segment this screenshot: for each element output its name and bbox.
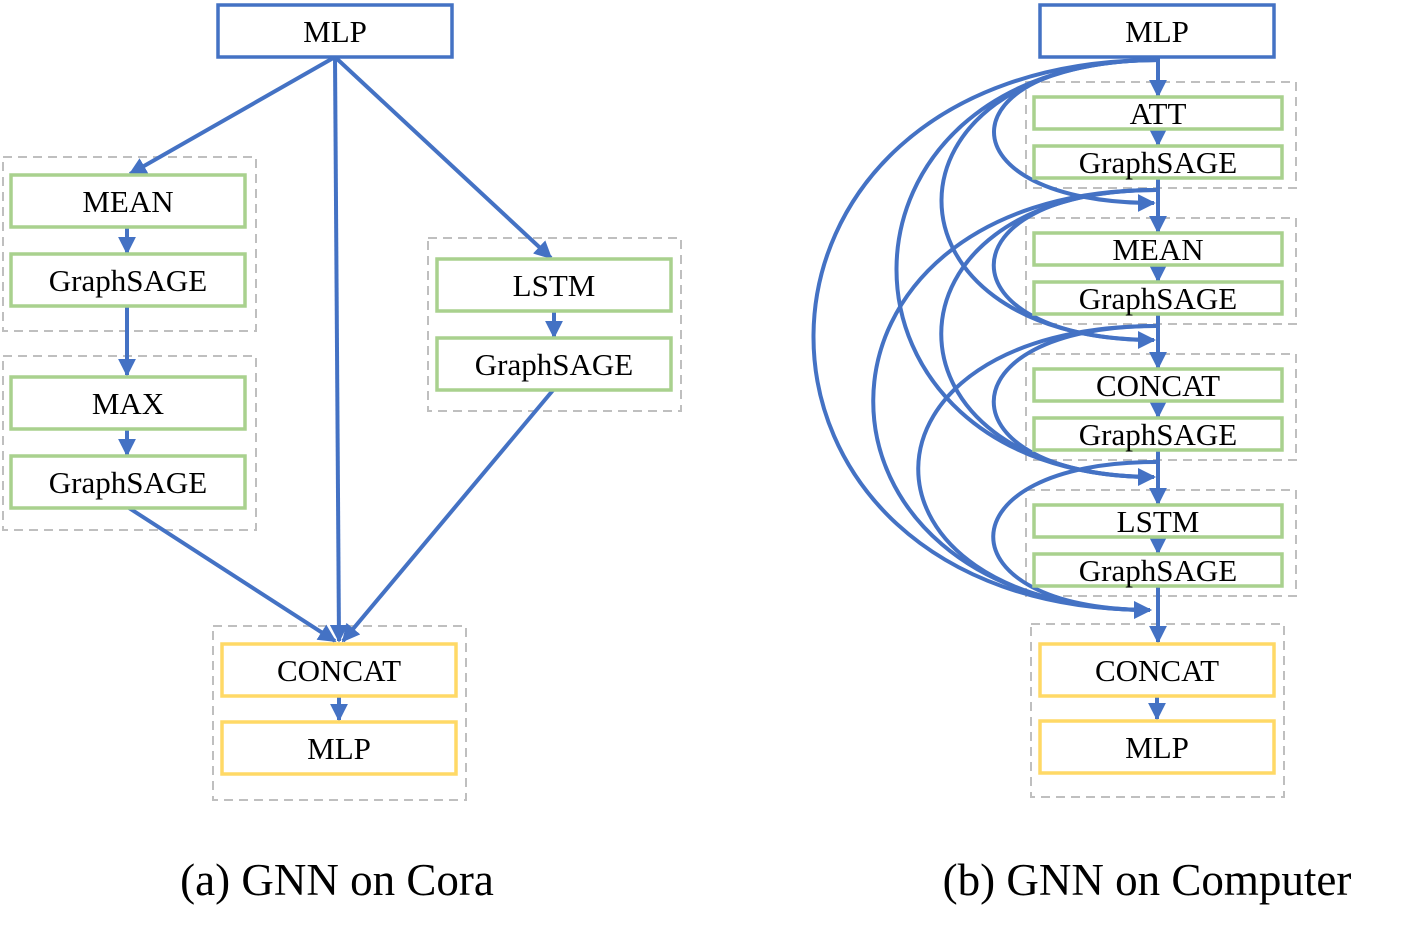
computer-node-output-mlp: MLP <box>1038 719 1276 775</box>
svg-text:LSTM: LSTM <box>1117 504 1200 539</box>
svg-text:CONCAT: CONCAT <box>277 653 401 688</box>
svg-text:MEAN: MEAN <box>1112 232 1203 267</box>
cora-node-input-mlp: MLP <box>216 3 454 59</box>
cora-node-lstm-graphsage: GraphSAGE <box>435 336 673 392</box>
computer-chain-edges <box>1148 57 1167 721</box>
computer-skip-concat-to-output <box>991 460 1157 619</box>
cora-diagram: MLP MEAN GraphSAGE MAX GraphSAGE LSTM Gr… <box>2 3 682 905</box>
computer-skip-mlp-to-output <box>811 58 1159 619</box>
svg-text:MLP: MLP <box>303 14 367 49</box>
cora-node-concat: CONCAT <box>220 642 458 698</box>
cora-group-max <box>2 355 257 531</box>
svg-text:MAX: MAX <box>92 386 164 421</box>
cora-node-max-graphsage: GraphSAGE <box>9 454 247 510</box>
cora-caption: (a) GNN on Cora <box>180 855 494 905</box>
svg-text:GraphSAGE: GraphSAGE <box>1079 145 1237 180</box>
computer-skip-edges <box>811 58 1159 619</box>
svg-text:GraphSAGE: GraphSAGE <box>1079 553 1237 588</box>
computer-node-lstm-graphsage: GraphSAGE <box>1032 552 1284 588</box>
svg-text:MEAN: MEAN <box>82 184 173 219</box>
svg-text:CONCAT: CONCAT <box>1096 368 1220 403</box>
cora-node-mean: MEAN <box>9 173 247 229</box>
cora-edge-mlp-to-concat <box>329 56 348 643</box>
cora-edge-mlp-to-mean <box>128 55 336 176</box>
computer-diagram: MLP ATT GraphSAGE MEAN GraphSAGE CONCAT … <box>811 3 1352 905</box>
svg-text:CONCAT: CONCAT <box>1095 653 1219 688</box>
computer-node-lstm: LSTM <box>1032 503 1284 539</box>
svg-text:GraphSAGE: GraphSAGE <box>475 347 633 382</box>
computer-caption: (b) GNN on Computer <box>943 855 1352 905</box>
svg-text:MLP: MLP <box>1125 730 1189 765</box>
computer-node-att-graphsage: GraphSAGE <box>1032 144 1284 180</box>
computer-skip-mean-to-output <box>916 324 1157 619</box>
cora-node-max: MAX <box>9 375 247 431</box>
computer-node-att: ATT <box>1032 95 1284 131</box>
cora-edge-graphsage-lstm-to-concat <box>341 387 556 643</box>
cora-group-lstm <box>427 237 682 412</box>
svg-text:ATT: ATT <box>1130 96 1187 131</box>
computer-node-mean: MEAN <box>1032 231 1284 267</box>
cora-edge-mlp-to-lstm <box>333 55 553 260</box>
cora-node-output-mlp: MLP <box>220 720 458 776</box>
svg-text:MLP: MLP <box>307 731 371 766</box>
computer-node-mean-graphsage: GraphSAGE <box>1032 280 1284 316</box>
cora-node-mean-graphsage: GraphSAGE <box>9 252 247 308</box>
svg-text:GraphSAGE: GraphSAGE <box>1079 281 1237 316</box>
cora-edge-graphsage-max-to-concat <box>127 506 337 643</box>
svg-text:GraphSAGE: GraphSAGE <box>1079 417 1237 452</box>
cora-group-mean <box>2 156 257 332</box>
svg-text:GraphSAGE: GraphSAGE <box>49 263 207 298</box>
svg-text:GraphSAGE: GraphSAGE <box>49 465 207 500</box>
computer-node-output-concat: CONCAT <box>1038 642 1276 698</box>
computer-node-input-mlp: MLP <box>1038 3 1276 59</box>
cora-edges <box>118 55 563 722</box>
computer-node-concat: CONCAT <box>1032 367 1284 403</box>
svg-text:MLP: MLP <box>1125 14 1189 49</box>
computer-node-concat-graphsage: GraphSAGE <box>1032 416 1284 452</box>
cora-node-lstm: LSTM <box>435 257 673 313</box>
svg-text:LSTM: LSTM <box>513 268 596 303</box>
